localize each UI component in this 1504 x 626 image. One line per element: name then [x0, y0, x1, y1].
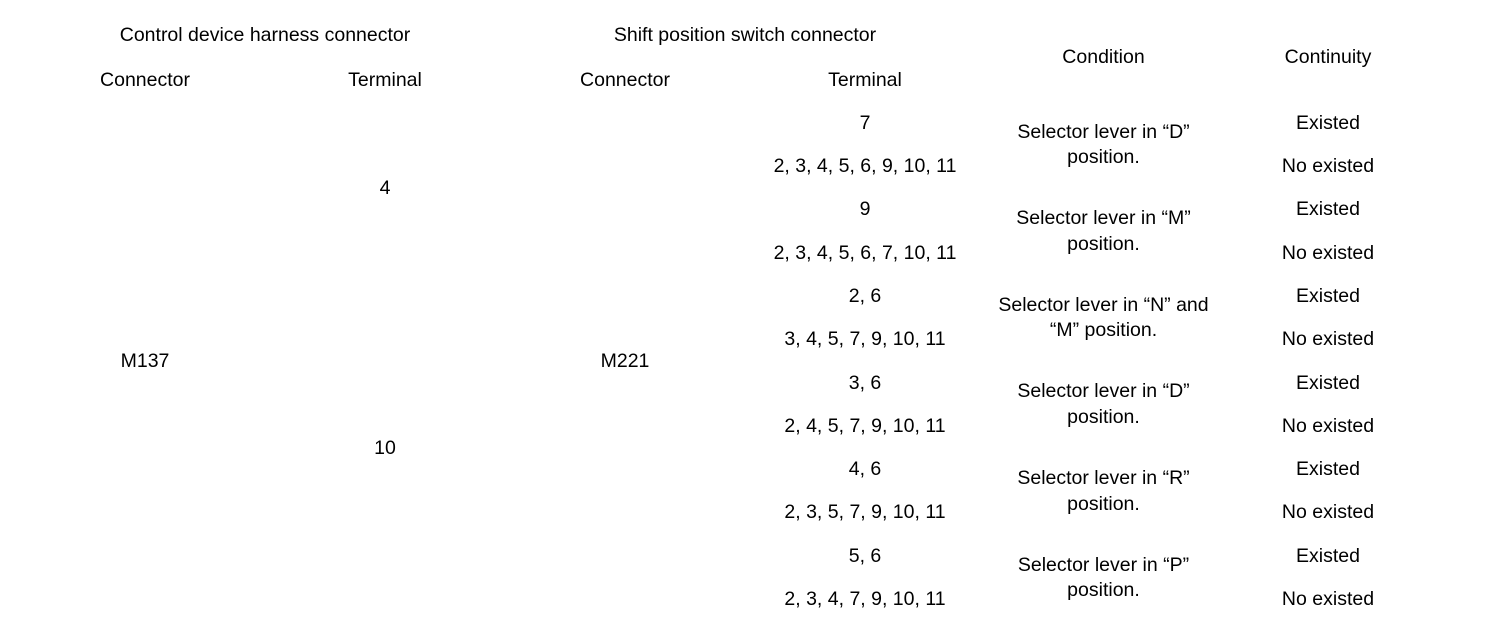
cell-control-terminal: 4	[265, 102, 505, 276]
table-row: 3, 6 Selector lever in “D” position. Exi…	[25, 361, 1434, 449]
header-control-device-harness-connector: Control device harness connector	[25, 13, 505, 59]
cell-condition: Selector lever in “P” position.	[985, 534, 1222, 622]
cell-condition: Selector lever in “D” position.	[985, 361, 1222, 449]
header-terminal-left: Terminal	[265, 59, 505, 102]
table-row: M137 4 M221 7 Selector lever in “D” posi…	[25, 102, 1434, 622]
table-row: 2, 3, 4, 7, 9, 10, 11 No existed	[25, 578, 1434, 622]
cell-shift-terminal: 4, 6	[745, 448, 985, 492]
table-row: 10 2, 6 Selector lever in “N” and “M” po…	[25, 275, 1434, 622]
cell-continuity: Existed	[1222, 361, 1434, 406]
header-sub-row: Connector Terminal Connector Terminal	[25, 59, 1434, 102]
cell-shift-terminal: 9	[745, 188, 985, 232]
cell-shift-terminal: 2, 6	[745, 275, 985, 319]
table-row: 4, 6 Selector lever in “R” position. Exi…	[25, 448, 1434, 535]
cell-shift-terminal: 2, 3, 5, 7, 9, 10, 11	[745, 491, 985, 535]
cell-shift-terminal: 2, 3, 4, 5, 6, 7, 10, 11	[745, 231, 985, 276]
header-continuity: Continuity	[1222, 13, 1434, 102]
cell-shift-terminal: 3, 4, 5, 7, 9, 10, 11	[745, 318, 985, 362]
cell-continuity: No existed	[1222, 231, 1434, 276]
cell-continuity: Existed	[1222, 102, 1434, 146]
cell-continuity: Existed	[1222, 188, 1434, 232]
continuity-inspection-table: Control device harness connector Shift p…	[25, 13, 1434, 622]
cell-condition: Selector lever in “R” position.	[985, 448, 1222, 535]
table-header: Control device harness connector Shift p…	[25, 13, 1434, 102]
cell-shift-terminal: 2, 3, 4, 7, 9, 10, 11	[745, 578, 985, 622]
cell-control-connector: M137	[25, 102, 265, 622]
table-row: 5, 6 Selector lever in “P” position. Exi…	[25, 534, 1434, 622]
cell-continuity: No existed	[1222, 491, 1434, 535]
cell-continuity: No existed	[1222, 578, 1434, 622]
cell-shift-terminal: 2, 3, 4, 5, 6, 9, 10, 11	[745, 145, 985, 189]
cell-continuity: Existed	[1222, 534, 1434, 579]
table-body: M137 4 M221 7 Selector lever in “D” posi…	[25, 102, 1434, 622]
table-row: 3, 4, 5, 7, 9, 10, 11 No existed	[25, 318, 1434, 362]
header-connector-mid: Connector	[505, 59, 745, 102]
header-group-row: Control device harness connector Shift p…	[25, 13, 1434, 102]
table-row: 2, 3, 4, 5, 6, 9, 10, 11 No existed	[25, 145, 1434, 189]
cell-shift-terminal: 3, 6	[745, 361, 985, 406]
cell-condition: Selector lever in “M” position.	[985, 188, 1222, 276]
cell-shift-connector: M221	[505, 102, 745, 622]
cell-control-terminal: 10	[265, 275, 505, 622]
cell-condition: Selector lever in “D” position.	[985, 102, 1222, 189]
table-row: 2, 3, 5, 7, 9, 10, 11 No existed	[25, 491, 1434, 535]
cell-continuity: Existed	[1222, 275, 1434, 319]
cell-shift-terminal: 5, 6	[745, 534, 985, 579]
header-connector-left: Connector	[25, 59, 265, 102]
cell-continuity: No existed	[1222, 405, 1434, 449]
cell-condition: Selector lever in “N” and “M” position.	[985, 275, 1222, 362]
header-shift-position-switch-connector: Shift position switch connector	[505, 13, 985, 59]
cell-continuity: No existed	[1222, 318, 1434, 362]
cell-shift-terminal: 7	[745, 102, 985, 146]
cell-shift-terminal: 2, 4, 5, 7, 9, 10, 11	[745, 405, 985, 449]
header-terminal-mid: Terminal	[745, 59, 985, 102]
table-row: 2, 4, 5, 7, 9, 10, 11 No existed	[25, 405, 1434, 449]
header-condition: Condition	[985, 13, 1222, 102]
cell-continuity: Existed	[1222, 448, 1434, 492]
cell-continuity: No existed	[1222, 145, 1434, 189]
table-row: 9 Selector lever in “M” position. Existe…	[25, 188, 1434, 276]
table-row: 2, 3, 4, 5, 6, 7, 10, 11 No existed	[25, 231, 1434, 276]
